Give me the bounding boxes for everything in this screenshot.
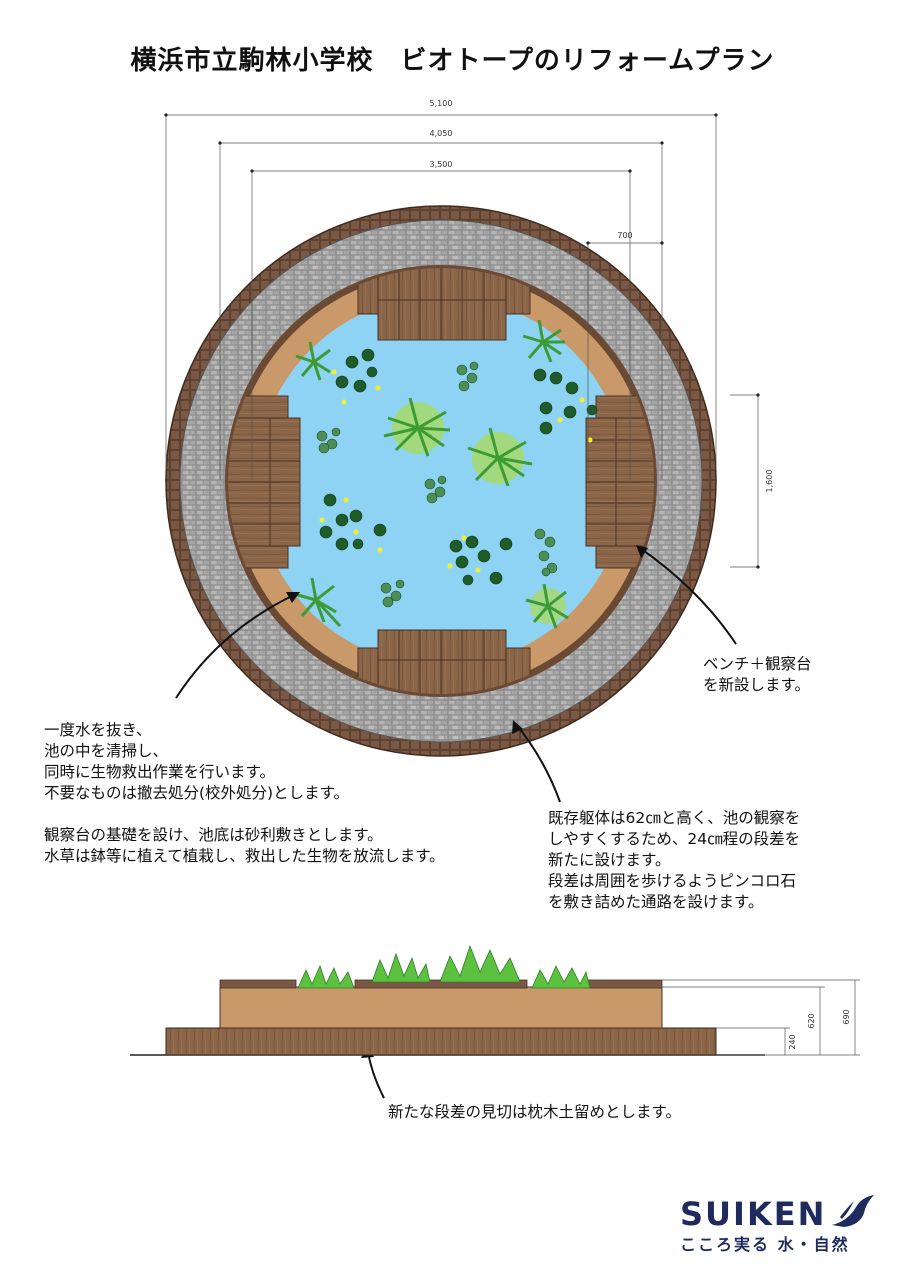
water-plants xyxy=(293,319,598,629)
note-line: 段差は周囲を歩けるようピンコロ石 xyxy=(548,872,797,890)
note-bench: ベンチ＋観察台 を新設します。 xyxy=(703,654,883,696)
note-line: 新たな段差の見切は枕木土留めとします。 xyxy=(388,1103,681,1121)
plan-dimensions xyxy=(165,114,759,568)
reed-cluster-bottom-left xyxy=(293,577,342,628)
dim-bench-depth: 700 xyxy=(617,231,632,240)
note-cleaning: 一度水を抜き、 池の中を清掃し、 同時に生物救出作業を行います。 不要なものは撤… xyxy=(44,720,514,867)
deck-left-section xyxy=(219,979,297,989)
note-step-path: 既存躯体は62㎝と高く、池の観察を しやすくするため、24㎝程の段差を 新たに設… xyxy=(548,808,868,913)
reed-cluster-top-left xyxy=(295,341,331,381)
sleeper-step xyxy=(165,1027,717,1056)
note-line: 不要なものは撤去処分(校外処分)とします。 xyxy=(44,784,350,802)
callout-arrows xyxy=(175,547,737,1099)
section-plants xyxy=(297,944,591,989)
deck-left-bench xyxy=(228,395,301,569)
note-line: 同時に生物救出作業を行います。 xyxy=(44,763,275,781)
plan-dimension-ticks xyxy=(164,113,760,569)
arrow-left-note xyxy=(175,593,297,699)
note-line: を新設します。 xyxy=(703,676,810,694)
existing-wall xyxy=(219,986,663,1029)
dim-total-height: 690 xyxy=(842,1009,851,1024)
note-line: 池の中を清掃し、 xyxy=(44,742,169,760)
plan-view xyxy=(165,205,717,757)
note-line: 既存躯体は62㎝と高く、池の観察を xyxy=(548,809,801,827)
note-line: 一度水を抜き、 xyxy=(44,721,152,739)
page-title: 横浜市立駒林小学校 ビオトープのリフォームプラン xyxy=(130,46,775,76)
reed-cluster-top-right xyxy=(522,319,565,363)
note-line: ベンチ＋観察台 xyxy=(703,655,812,673)
section-view xyxy=(130,944,765,1056)
dim-inner-width: 4,050 xyxy=(430,129,453,138)
lily-flowers xyxy=(319,369,593,573)
reed-cluster-right xyxy=(467,427,533,487)
dim-overall-width: 5,100 xyxy=(430,99,453,108)
arrow-bench-note xyxy=(639,547,737,645)
dim-step-height: 240 xyxy=(788,1034,797,1049)
swallow-icon xyxy=(832,1195,874,1227)
note-line: 水草は鉢等に植えて植栽し、救出した生物を放流します。 xyxy=(44,847,445,865)
deck-bottom xyxy=(357,629,531,694)
lily-pads xyxy=(319,348,598,586)
logo-wordmark: SUIKEN xyxy=(680,1195,827,1233)
arrow-section-note xyxy=(367,1051,385,1099)
deck-right-section xyxy=(585,979,663,989)
logo-tagline: こころ実る 水・自然 xyxy=(680,1235,850,1254)
arrow-paving-note xyxy=(515,723,561,803)
deck-top xyxy=(357,268,531,341)
dim-existing-height: 620 xyxy=(807,1013,816,1028)
note-line: 観察台の基礎を設け、池底は砂利敷きとします。 xyxy=(44,826,383,844)
note-sleeper: 新たな段差の見切は枕木土留めとします。 xyxy=(388,1102,808,1123)
suiken-logo: SUIKEN こころ実る 水・自然 xyxy=(680,1195,880,1255)
note-line: を敷き詰めた通路を設けます。 xyxy=(548,893,764,911)
note-line: しやすくするため、24㎝程の段差を xyxy=(548,830,801,848)
water-clover-clusters xyxy=(316,361,558,608)
dim-pond-width: 3,500 xyxy=(430,160,453,169)
reed-cluster-center xyxy=(383,397,451,457)
section-dimensions xyxy=(662,979,860,1056)
note-line: 新たに設けます。 xyxy=(548,851,671,869)
reed-cluster-bottom-right xyxy=(525,583,569,629)
dim-bench-length: 1,600 xyxy=(765,470,774,493)
